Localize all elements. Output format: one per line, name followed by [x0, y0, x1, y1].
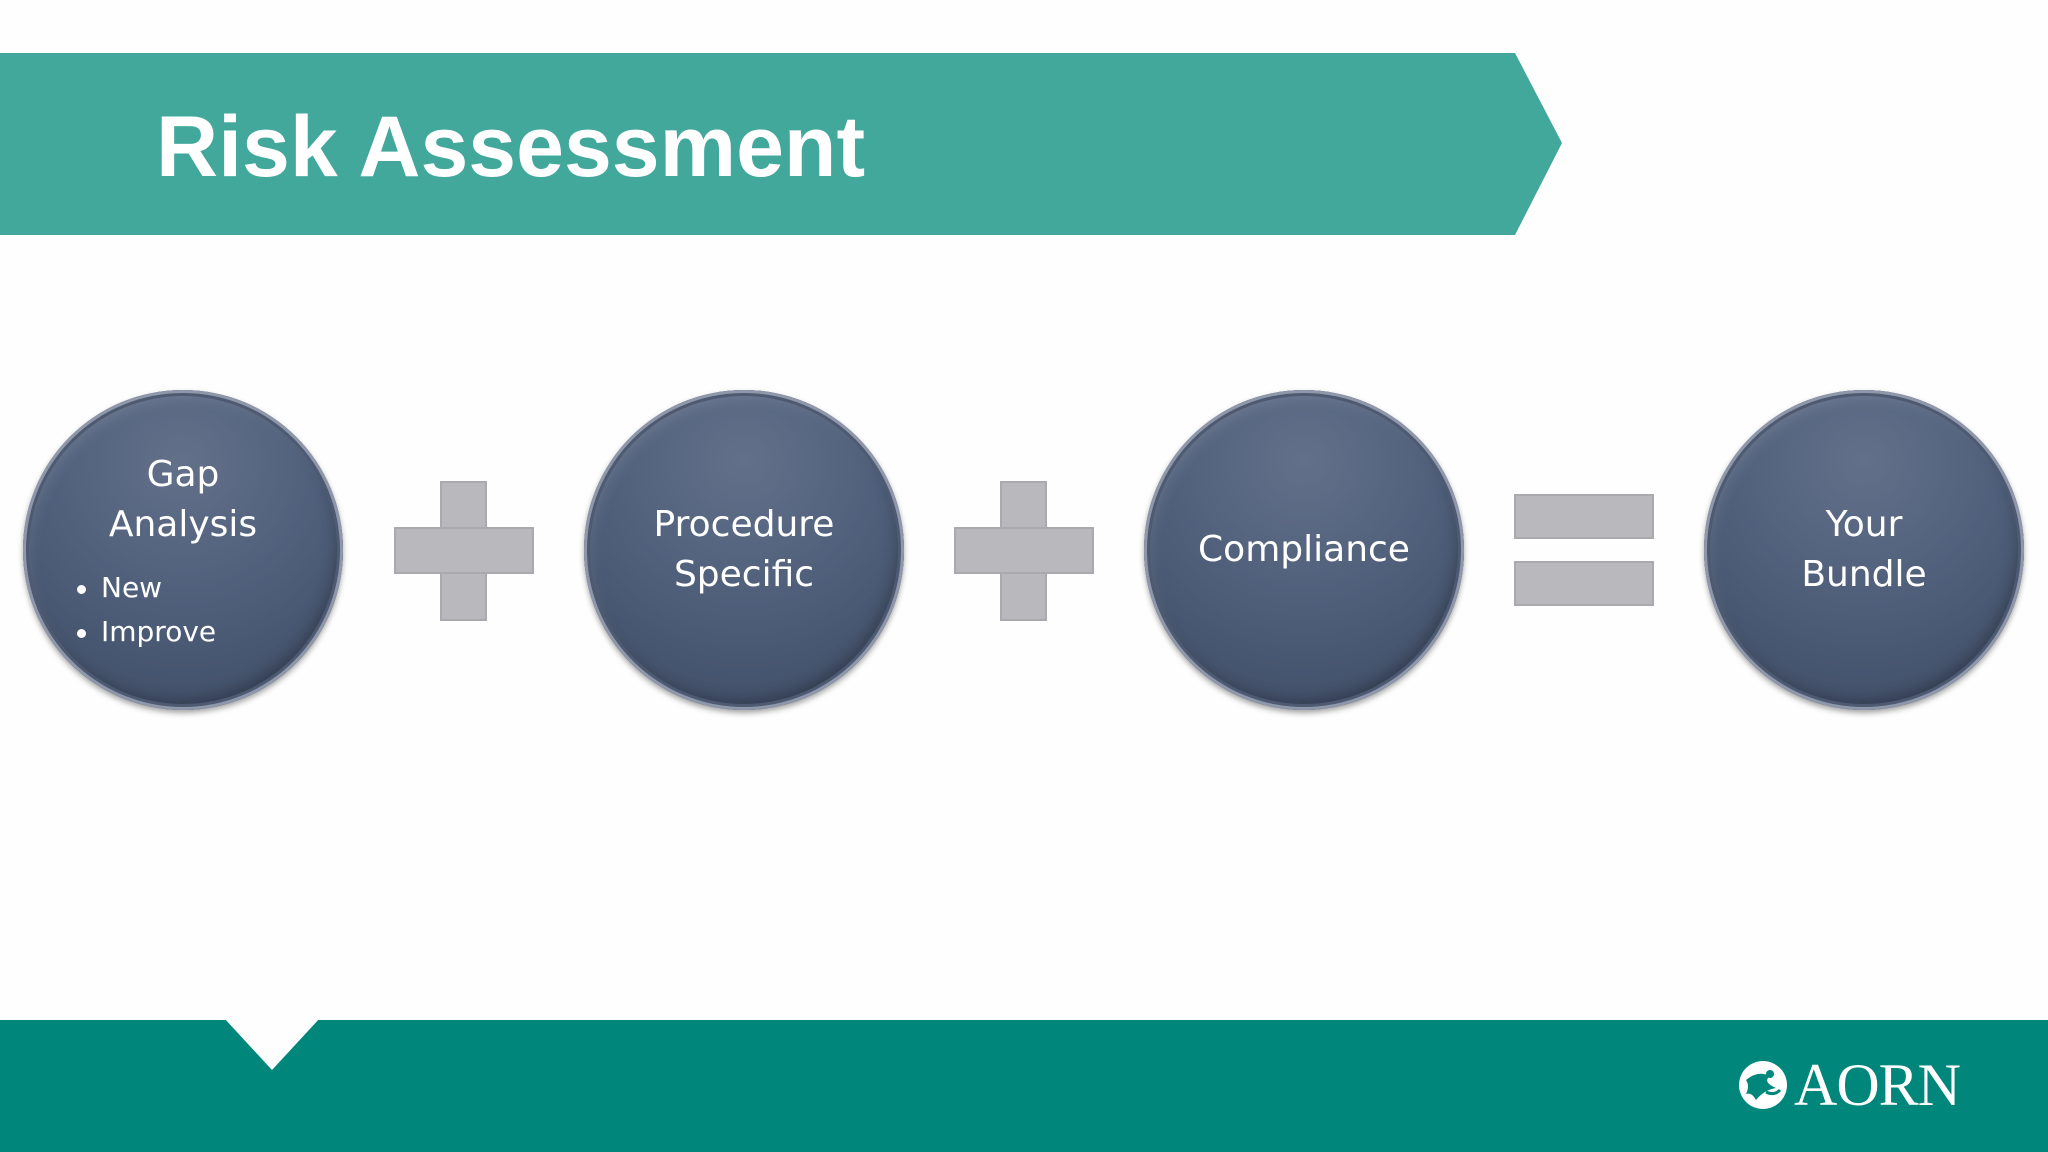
your-bundle-line-1: Your: [1825, 504, 1903, 545]
compliance-title: Compliance: [1198, 529, 1410, 570]
plus-horizontal-bar: [394, 527, 534, 574]
equals-operator-icon: [1514, 494, 1654, 606]
your-bundle-line-2: Bundle: [1801, 554, 1927, 595]
gap-analysis-circle: Gap Analysis New Improve: [23, 390, 343, 710]
bullet-item-new: New: [73, 566, 216, 610]
bullet-item-improve: Improve: [73, 610, 216, 654]
plus-horizontal-bar: [954, 527, 1094, 574]
procedure-specific-line-2: Specific: [673, 554, 815, 595]
procedure-specific-line-1: Procedure: [653, 504, 835, 545]
gap-analysis-title: Gap Analysis: [108, 454, 258, 545]
equals-top-bar: [1514, 494, 1654, 539]
your-bundle-circle: Your Bundle: [1704, 390, 2024, 710]
aorn-logo-text: AORN: [1794, 1052, 1961, 1118]
slide-title: Risk Assessment: [156, 99, 866, 195]
footer-band: [0, 1020, 2048, 1152]
plus-operator-icon: [954, 481, 1094, 621]
gap-analysis-bullets: New Improve: [73, 566, 216, 654]
your-bundle-title: Your Bundle: [1704, 500, 2024, 600]
equals-bottom-bar: [1514, 561, 1654, 606]
footer-notch: [224, 1018, 320, 1070]
aorn-emblem-icon: [1739, 1061, 1787, 1109]
procedure-specific-title: Procedure Specific: [584, 500, 904, 600]
compliance-circle: Compliance: [1144, 390, 1464, 710]
plus-operator-icon: [394, 481, 534, 621]
aorn-logo: AORN: [1736, 1052, 1961, 1118]
procedure-specific-circle: Procedure Specific: [584, 390, 904, 710]
title-banner: [0, 53, 1562, 235]
